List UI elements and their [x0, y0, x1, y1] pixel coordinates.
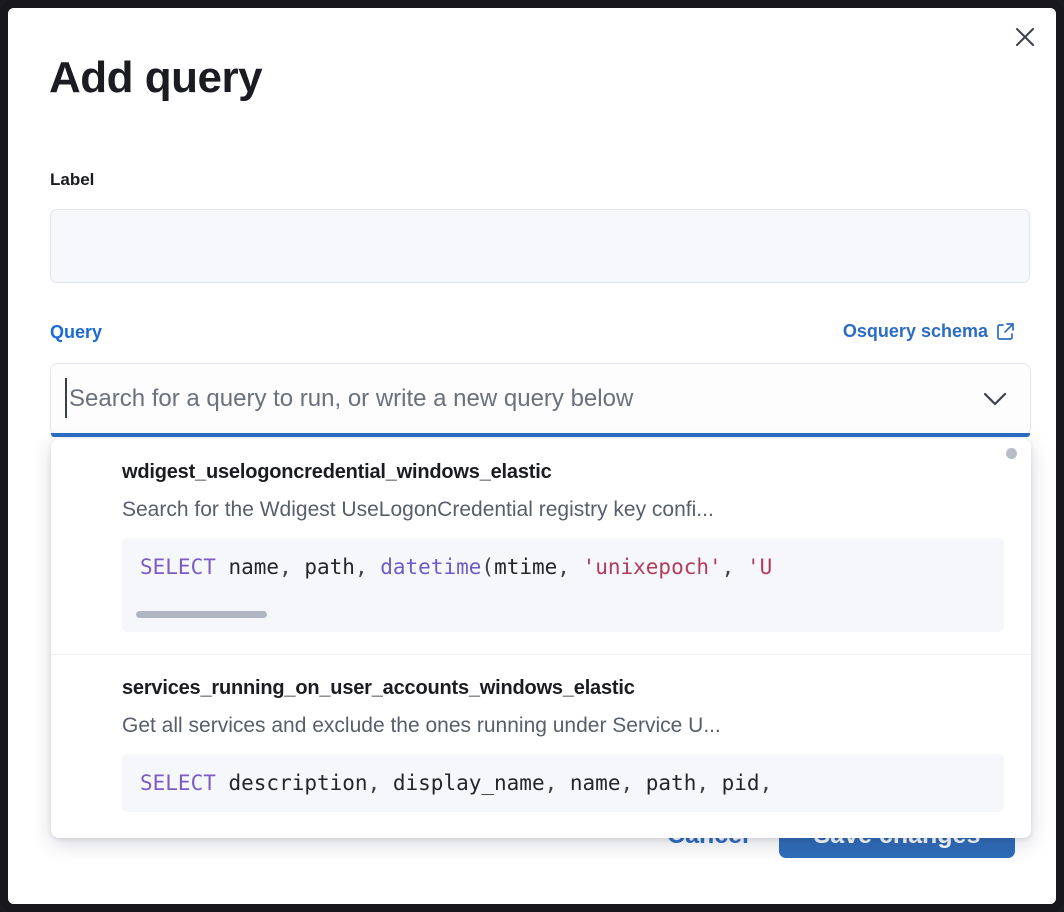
list-item[interactable]: services_running_on_user_accounts_window… [51, 654, 1031, 834]
sql-token: SELECT [140, 555, 216, 579]
suggestion-description: Search for the Wdigest UseLogonCredentia… [122, 498, 714, 521]
sql-token: SELECT [140, 771, 216, 795]
sql-token: , [620, 771, 646, 795]
close-icon[interactable] [1008, 20, 1042, 54]
suggestion-title: services_running_on_user_accounts_window… [122, 677, 635, 699]
suggestion-list: wdigest_uselogoncredential_windows_elast… [51, 439, 1031, 834]
sql-token: path [304, 555, 355, 579]
sql-token: , [721, 555, 747, 579]
chevron-down-icon[interactable] [982, 391, 1008, 407]
sql-token: , [544, 771, 570, 795]
suggestion-title: wdigest_uselogoncredential_windows_elast… [122, 461, 552, 483]
sql-token: , [696, 771, 722, 795]
sql-token: datetime [380, 555, 482, 579]
page-title: Add query [49, 53, 263, 102]
sql-token: , [759, 771, 773, 795]
external-link-icon [996, 322, 1015, 342]
text-caret [65, 378, 67, 418]
query-suggestions-dropdown: wdigest_uselogoncredential_windows_elast… [51, 439, 1031, 838]
suggestion-sql-snippet[interactable]: SELECT name, path, datetime(mtime, 'unix… [122, 538, 1004, 632]
query-combobox[interactable]: Search for a query to run, or write a ne… [50, 363, 1031, 437]
horizontal-scrollbar-thumb[interactable] [136, 611, 267, 618]
query-field-label[interactable]: Query [50, 322, 103, 342]
sql-token: description [215, 771, 368, 795]
sql-token: mtime [494, 555, 558, 579]
scrollbar-indicator[interactable] [1006, 448, 1017, 459]
osquery-schema-link[interactable]: Osquery schema [843, 321, 1015, 342]
sql-token: path [645, 771, 697, 795]
sql-token: , [279, 555, 305, 579]
label-field-label: Label [50, 170, 95, 189]
sql-token: name [569, 771, 621, 795]
sql-token: pid [721, 771, 760, 795]
sql-token: 'unixepoch' [582, 555, 722, 579]
osquery-schema-link-label: Osquery schema [842, 321, 988, 341]
label-input[interactable] [50, 209, 1030, 283]
list-item[interactable]: wdigest_uselogoncredential_windows_elast… [51, 439, 1031, 654]
sql-token: 'U [746, 555, 773, 579]
sql-token: display_name [392, 771, 545, 795]
sql-token: , [354, 555, 381, 579]
suggestion-description: Get all services and exclude the ones ru… [122, 714, 721, 737]
query-combobox-placeholder: Search for a query to run, or write a ne… [69, 385, 634, 412]
sql-token: name [215, 555, 280, 579]
add-query-modal: Add query Label Query Osquery schema Sea… [8, 8, 1056, 904]
sql-token: , [367, 771, 393, 795]
suggestion-sql-snippet[interactable]: SELECT description, display_name, name, … [122, 754, 1004, 812]
sql-token: , [557, 555, 583, 579]
sql-token: ( [481, 555, 495, 579]
